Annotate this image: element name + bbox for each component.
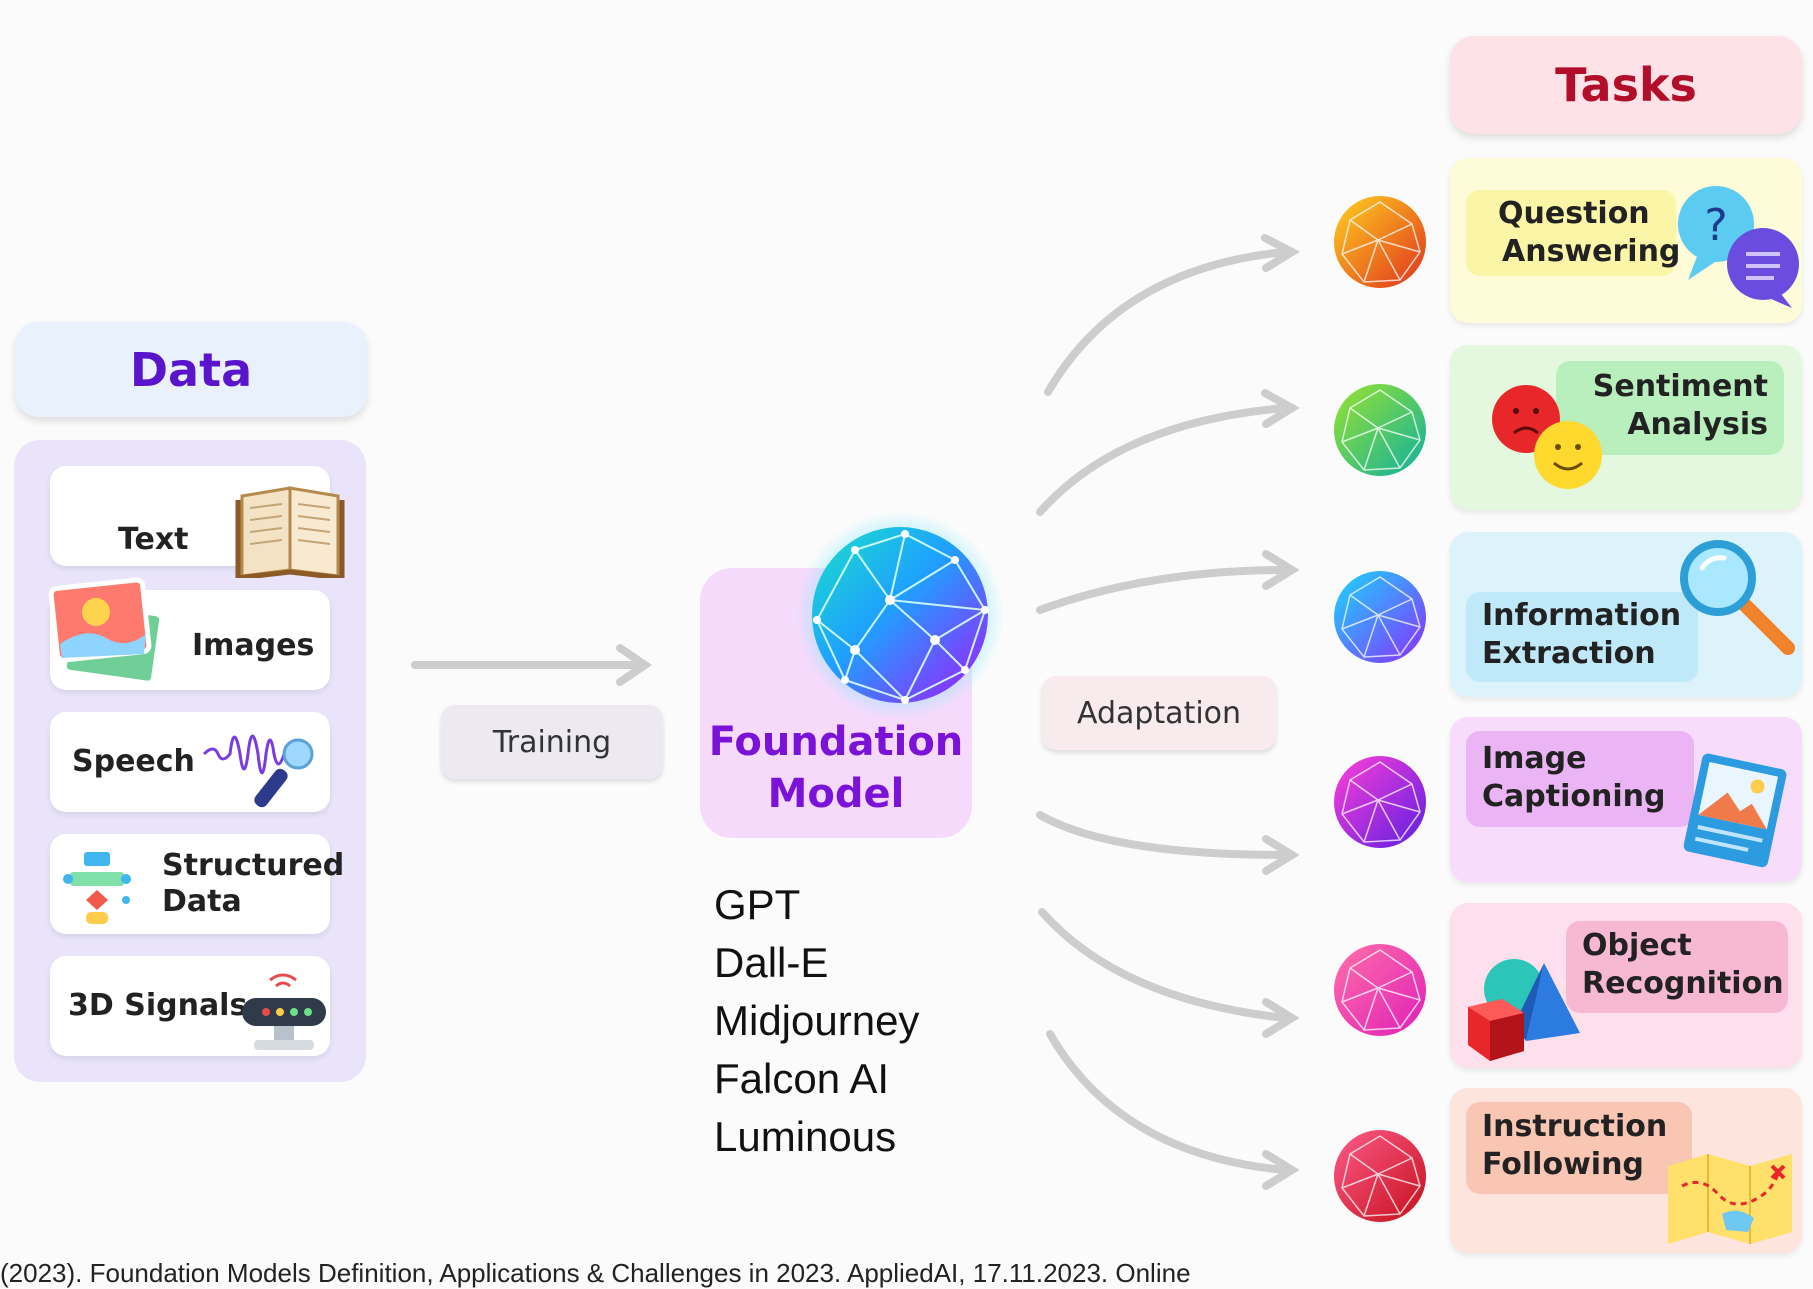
globe-icon-5 — [1334, 944, 1426, 1036]
flowchart-icon — [63, 852, 131, 924]
emoji-faces-icon — [1492, 385, 1602, 489]
data-item-label: Images — [192, 628, 315, 663]
microphone-icon — [202, 734, 314, 808]
arrow-question-answering — [1044, 248, 1289, 396]
task-sentiment-analysis: Sentiment Analysis — [1450, 345, 1802, 510]
task-information-extraction: Information Extraction — [1450, 532, 1802, 697]
model-example: Luminous — [714, 1113, 897, 1160]
task-label-line1: Information — [1482, 598, 1682, 633]
adapted-model-globes — [1334, 196, 1426, 1222]
data-item-speech: Speech — [50, 712, 330, 812]
task-label-line1: Object — [1582, 928, 1692, 963]
data-item-label-line1: Structured — [162, 848, 345, 883]
shapes-icon — [1468, 959, 1580, 1061]
task-label-line2: Following — [1482, 1147, 1644, 1182]
model-example: Dall-E — [714, 939, 829, 986]
task-label: Instruction Following — [1466, 1102, 1692, 1194]
model-example: Midjourney — [714, 997, 920, 1044]
model-examples-list: GPT Dall-E Midjourney Falcon AI Luminous — [714, 876, 919, 1166]
task-label-line2: Captioning — [1482, 779, 1666, 814]
task-image-captioning: Image Captioning — [1450, 717, 1802, 882]
training-label: Training — [441, 705, 663, 779]
magnifier-icon — [1680, 540, 1795, 655]
data-item-label: Text — [118, 522, 189, 557]
task-label-line1: Question — [1498, 196, 1650, 231]
arrow-object-recognition — [1038, 908, 1289, 1022]
neural-globe-icon — [796, 511, 1004, 719]
foundation-model-label: Foundation Model — [700, 716, 972, 820]
data-item-images: Images — [48, 577, 330, 690]
picture-card-icon — [1683, 753, 1787, 868]
arrow-information-extraction — [1036, 566, 1289, 614]
globe-icon-6 — [1334, 1130, 1426, 1222]
globe-icon-2 — [1334, 384, 1426, 476]
data-item-3d-signals: 3D Signals — [50, 956, 330, 1056]
citation-footer: (2023). Foundation Models Definition, Ap… — [0, 1258, 1191, 1288]
task-label-line1: Sentiment — [1592, 369, 1768, 404]
task-label-line1: Image — [1482, 741, 1587, 776]
photos-icon — [48, 577, 165, 686]
arrow-instruction-following — [1046, 1030, 1289, 1174]
task-label-line2: Extraction — [1482, 636, 1656, 671]
task-label-line2: Recognition — [1582, 966, 1784, 1001]
model-example: GPT — [714, 881, 801, 928]
task-label: Object Recognition — [1566, 921, 1788, 1013]
task-label: Information Extraction — [1466, 592, 1698, 682]
question-bubble-icon: ? — [1678, 186, 1799, 308]
data-item-structured-data: Structured Data — [50, 834, 344, 934]
arrow-sentiment-analysis — [1036, 404, 1289, 516]
foundation-model-line1: Foundation — [708, 719, 964, 765]
task-label: Question Answering — [1466, 190, 1681, 276]
data-panel: Text Images Speech Structured — [14, 440, 366, 1082]
training-arrowhead — [616, 644, 653, 686]
svg-text:?: ? — [1704, 200, 1727, 251]
task-object-recognition: Object Recognition — [1450, 903, 1802, 1068]
arrow-image-captioning — [1036, 811, 1289, 859]
task-label-line1: Instruction — [1482, 1109, 1668, 1144]
task-label-line2: Analysis — [1627, 407, 1768, 442]
data-item-label: 3D Signals — [68, 988, 248, 1023]
globe-icon-4 — [1334, 756, 1426, 848]
data-item-label: Speech — [72, 744, 195, 779]
book-icon — [235, 486, 345, 578]
task-question-answering: Question Answering ? — [1450, 158, 1802, 323]
data-title: Data — [15, 322, 367, 417]
foundation-model-line2: Model — [767, 771, 905, 817]
globe-icon-3 — [1334, 571, 1426, 663]
tasks-title: Tasks — [1450, 36, 1802, 134]
model-example: Falcon AI — [714, 1055, 890, 1102]
task-label-line2: Answering — [1502, 234, 1681, 269]
task-label: Image Captioning — [1466, 731, 1694, 827]
treasure-map-icon — [1668, 1154, 1792, 1244]
task-instruction-following: Instruction Following — [1450, 1088, 1802, 1253]
globe-icon-1 — [1334, 196, 1426, 288]
data-item-label-line2: Data — [162, 884, 242, 919]
sensor-icon — [242, 973, 326, 1050]
adaptation-label: Adaptation — [1042, 676, 1276, 750]
data-item-text: Text — [50, 466, 345, 578]
